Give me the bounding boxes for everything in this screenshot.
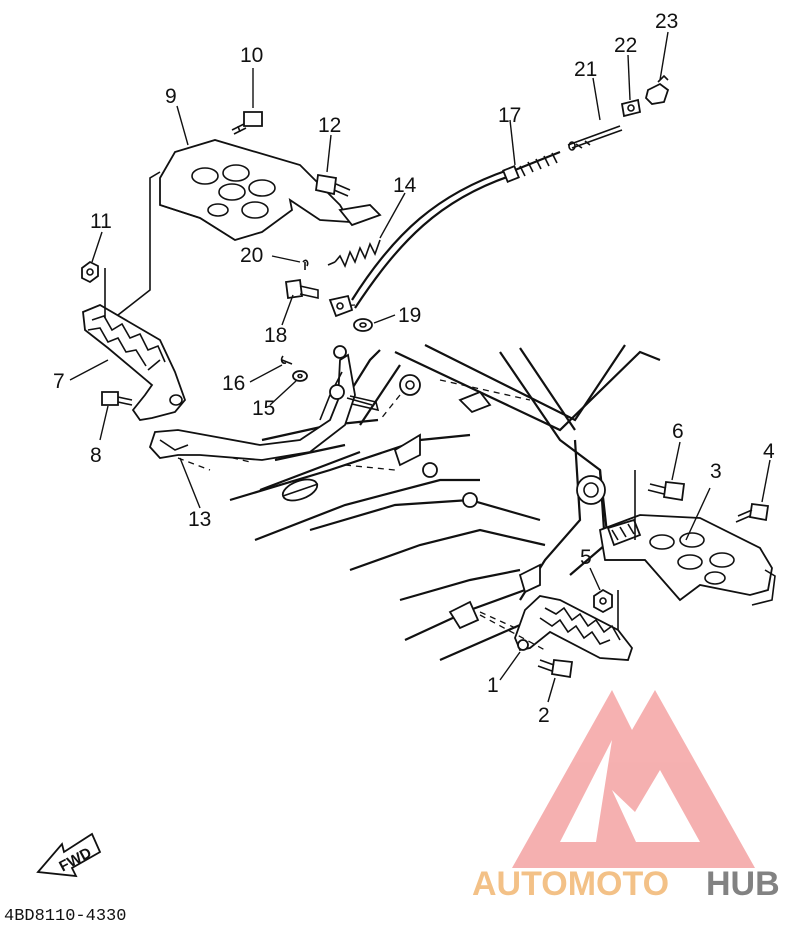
cable: [339, 150, 561, 309]
watermark-text-part2: HUB: [706, 865, 780, 903]
callout-10: 10: [240, 44, 263, 67]
callout-9: 9: [165, 85, 177, 108]
callout-4: 4: [763, 440, 775, 463]
watermark-triangle-icon: [512, 690, 755, 868]
callout-23: 23: [655, 10, 678, 33]
diagram-code: 4BD8110-4330: [4, 907, 126, 926]
callout-1: 1: [487, 674, 499, 697]
callout-21: 21: [574, 58, 597, 81]
callout-11: 11: [90, 210, 112, 233]
callout-5: 5: [580, 546, 592, 569]
callout-15: 15: [252, 397, 275, 420]
callout-6: 6: [672, 420, 684, 443]
callout-22: 22: [614, 34, 637, 57]
front-footrest-right: [514, 595, 634, 661]
watermark-logo: AUTOMOTO HUB: [472, 690, 780, 903]
callout-8: 8: [90, 444, 102, 467]
callout-18: 18: [264, 324, 287, 347]
rear-footrest-left: [159, 139, 382, 241]
rear-footrest-right: [598, 514, 776, 606]
callout-16: 16: [222, 372, 245, 395]
frame: [199, 344, 661, 662]
callout-labels: 1 2 3 4 5 6 7 8 9 10 11 12 13 14 15 16 1…: [53, 10, 775, 727]
sidestand: [148, 345, 380, 471]
fwd-arrow-icon: FWD: [36, 832, 102, 878]
callout-13: 13: [188, 508, 211, 531]
callout-12: 12: [318, 114, 341, 137]
watermark-text-part1: AUTOMOTO: [472, 865, 669, 903]
spring: [327, 239, 381, 269]
hardware: [81, 74, 770, 679]
callout-3: 3: [710, 460, 722, 483]
callout-20: 20: [240, 244, 263, 267]
front-footrest-left: [82, 303, 187, 421]
callout-19: 19: [398, 304, 421, 327]
callout-14: 14: [393, 174, 417, 197]
callout-7: 7: [53, 370, 65, 393]
callout-2: 2: [538, 704, 550, 727]
leader-lines: [69, 31, 771, 703]
callout-17: 17: [498, 104, 521, 127]
